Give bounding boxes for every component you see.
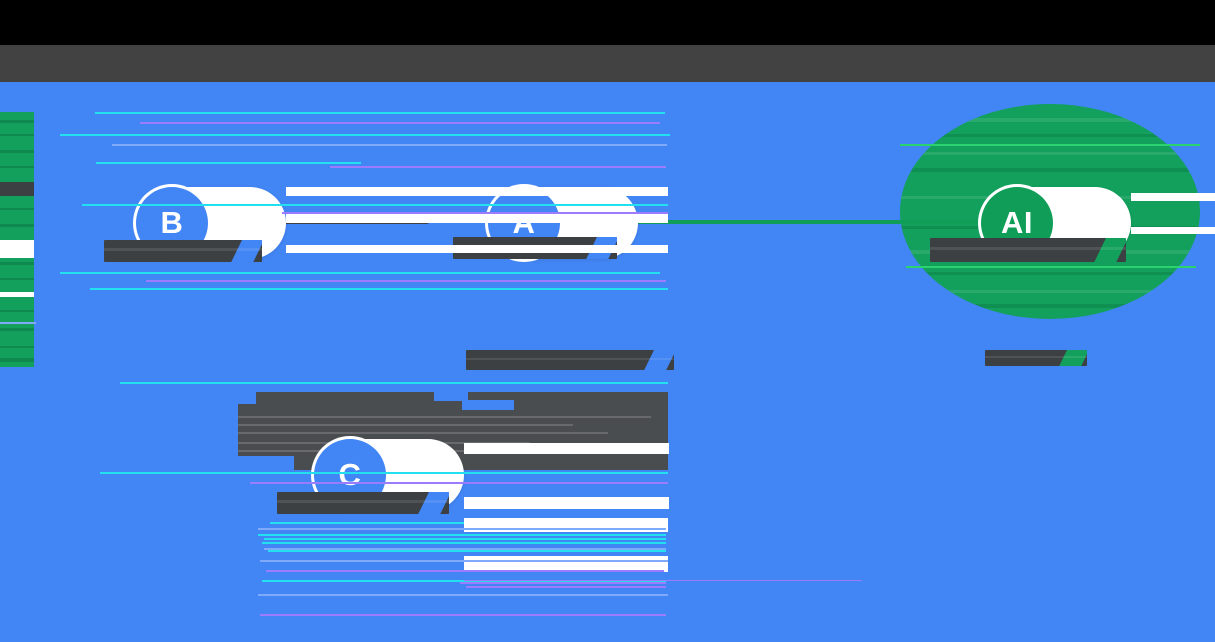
glitch-scanline: [466, 586, 666, 588]
glitch-scanline: [112, 144, 667, 146]
glitch-scanline: [270, 522, 666, 524]
glitch-scanline: [264, 548, 666, 550]
connector-b-to-a[interactable]: [281, 220, 429, 224]
diagram-canvas[interactable]: B A C: [0, 82, 1215, 642]
glitch-scanline: [330, 166, 666, 168]
node-ai-label-obscured: [930, 238, 1126, 262]
glitch-scanline: [258, 594, 668, 596]
glitch-scanline: [60, 134, 670, 136]
node-b-label-obscured: [104, 240, 262, 262]
glitch-scanline: [460, 582, 666, 584]
glitch-scanline: [95, 112, 665, 114]
node-ai-sublabel-obscured: [985, 350, 1087, 366]
glitch-scanline: [258, 528, 666, 530]
glitch-scanline: [464, 556, 668, 572]
titlebar-black-region: [0, 0, 1215, 45]
glitch-scanline: [264, 538, 666, 540]
left-edge-panel[interactable]: [0, 112, 34, 367]
glitch-scanline: [146, 280, 666, 282]
node-a-sublabel-obscured: [466, 350, 674, 370]
glitch-scanline: [90, 288, 668, 290]
glitch-scanline: [260, 560, 668, 562]
glitch-scanline: [464, 580, 862, 581]
glitch-scanline: [466, 582, 666, 584]
glitch-scanline: [262, 542, 666, 544]
glitch-scanline: [258, 534, 666, 536]
glitch-scanline: [260, 614, 666, 616]
node-a-label-obscured: [453, 237, 617, 259]
glitch-scanline: [140, 122, 660, 124]
node-c-label-obscured: [277, 492, 449, 514]
glitch-scanline: [268, 550, 666, 552]
glitch-scanline: [96, 162, 361, 164]
window-titlebar[interactable]: ░▒▓▒░▓▒: [0, 45, 1215, 116]
glitch-scanline: [120, 382, 668, 384]
glitch-scanline: [60, 272, 660, 274]
glitch-scanline: [464, 518, 668, 532]
glitch-scanline: [266, 570, 664, 572]
connector-a-to-ai[interactable]: [636, 220, 988, 224]
glitch-scanline: [262, 580, 666, 582]
